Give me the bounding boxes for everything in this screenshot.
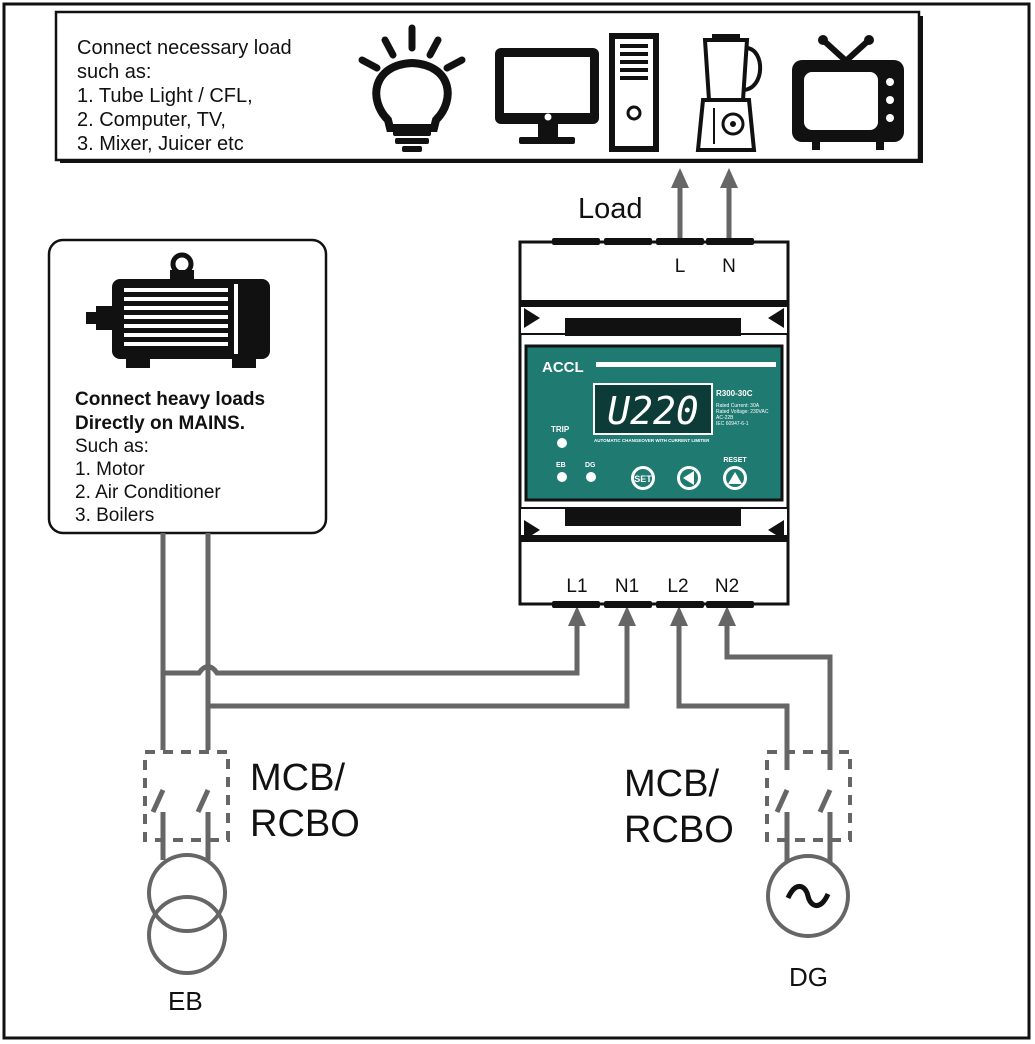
reset-label: RESET (723, 457, 747, 464)
tagline: AUTOMATIC CHANGEOVER WITH CURRENT LIMITE… (594, 438, 710, 443)
load-panel-line: Connect necessary load (77, 37, 292, 59)
device-bottom-terminals (552, 601, 754, 608)
heavy-load-heading: Directly on MAINS. (75, 413, 245, 434)
load-panel-line: such as: (77, 61, 151, 83)
terminal-label-n1: N1 (615, 576, 639, 597)
arrow-up-n2 (718, 606, 736, 626)
changeover-device: ACCL U220 R300-30C Rated Current: 30A Ra… (518, 238, 790, 608)
spec-line: Rated Current: 30A (716, 403, 760, 409)
mcb-right-contact (817, 788, 833, 814)
load-panel-line: 3. Mixer, Juicer etc (77, 133, 244, 155)
load-panel-line: 2. Computer, TV, (77, 109, 226, 131)
heavy-load-heading: Connect heavy loads (75, 389, 265, 410)
load-panel-shadow (60, 160, 923, 163)
wires (150, 185, 833, 862)
eb-led-label: EB (556, 462, 566, 469)
terminal-label-l2: L2 (667, 576, 688, 597)
load-panel-line: 1. Tube Light / CFL, (77, 85, 253, 107)
mcb-left-box (143, 750, 230, 842)
eb-led (557, 472, 567, 482)
heavy-load-line: 2. Air Conditioner (75, 482, 221, 503)
load-panel-box (54, 10, 921, 162)
load-label: Load (578, 193, 643, 225)
eb-transformer-icon (147, 853, 227, 975)
arrow-up-n (720, 168, 738, 188)
mcb-left-contact (150, 788, 166, 814)
terminal-label-n2: N2 (715, 576, 739, 597)
mcb-right-label: RCBO (624, 809, 734, 851)
spec-line: AC-22B (716, 415, 734, 421)
set-button[interactable]: SET (631, 466, 655, 490)
terminal-label-n: N (722, 256, 736, 277)
mixer-icon (695, 34, 763, 152)
arrow-up-l2 (670, 606, 688, 626)
up-arrow-icon (728, 472, 742, 484)
lcd-reading: U220 (607, 389, 699, 433)
trip-led (557, 438, 567, 448)
terminal-label-l: L (675, 256, 686, 277)
reset-button[interactable] (723, 466, 747, 490)
set-button-label: SET (634, 474, 652, 484)
wire-to-n1 (208, 622, 630, 709)
mcb-right-box (765, 750, 852, 842)
mcb-left-label: RCBO (250, 803, 360, 845)
model-label: R300-30C (716, 389, 753, 398)
arrow-up-n1 (618, 606, 636, 626)
dg-label: DG (789, 962, 828, 992)
motor-icon (86, 252, 270, 368)
brand-label: ACCL (542, 359, 584, 376)
spec-line: Rated Voltage: 230VAC (716, 409, 769, 415)
heavy-load-line: 1. Motor (75, 459, 145, 480)
load-panel-shadow-side (919, 16, 923, 163)
heavy-load-line: Such as: (75, 436, 149, 457)
terminal-label-l1: L1 (566, 576, 587, 597)
wire-to-l2 (676, 622, 790, 770)
device-top-terminals (552, 238, 754, 245)
light-bulb-icon (358, 24, 466, 152)
load-panel: Connect necessary load such as: 1. Tube … (54, 10, 923, 163)
heavy-load-panel: Connect heavy loads Directly on MAINS. S… (47, 238, 328, 535)
dg-led-label: DG (585, 462, 596, 469)
arrow-up-l (671, 168, 689, 188)
eb-label: EB (168, 986, 203, 1016)
lcd-display (593, 383, 713, 435)
mcb-right-label: MCB/ (624, 763, 719, 805)
mcb-right-contact (774, 788, 790, 814)
dg-generator-icon (766, 854, 850, 938)
spec-line: IEC 60947-6-1 (716, 421, 749, 427)
arrowheads (568, 168, 738, 626)
left-arrow-button[interactable] (677, 466, 701, 490)
mcb-left-label: MCB/ (250, 757, 345, 799)
wire-to-l1 (163, 622, 580, 676)
trip-label: TRIP (551, 425, 570, 434)
computer-icon (495, 33, 659, 152)
arrow-up-l1 (568, 606, 586, 626)
mcb-left-contact (195, 788, 211, 814)
dg-led (586, 472, 596, 482)
tv-icon (792, 35, 904, 150)
heavy-load-line: 3. Boilers (75, 505, 154, 526)
left-arrow-icon (683, 471, 694, 485)
wire-to-n2 (724, 622, 833, 770)
